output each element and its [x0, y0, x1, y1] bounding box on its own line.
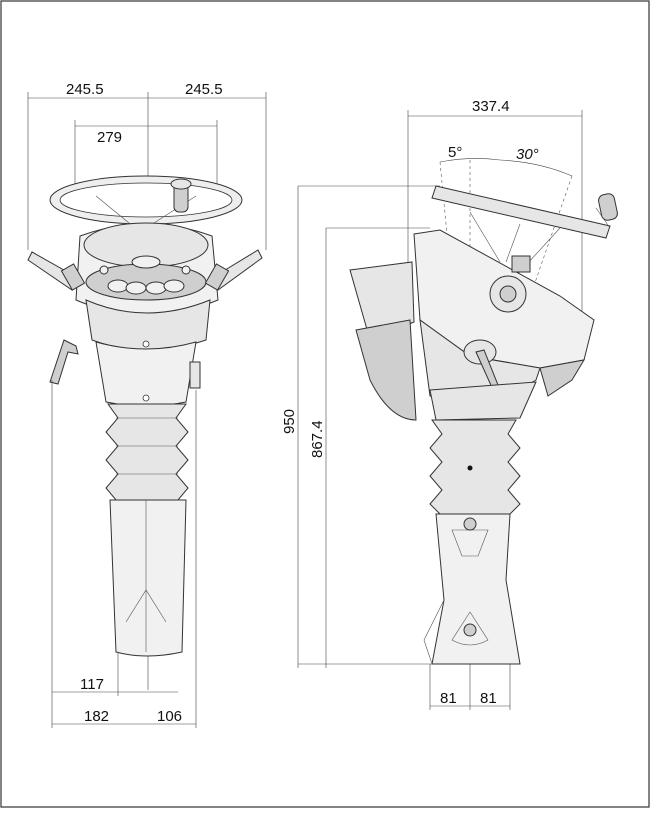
base-right-label: 106 — [157, 708, 182, 725]
side-view — [297, 110, 618, 710]
side-base-right-label: 81 — [480, 690, 497, 707]
tilt-small-label: 5° — [448, 144, 462, 161]
front-view — [27, 92, 267, 728]
wheel-height-label: 867.4 — [309, 420, 326, 458]
front-half-width-right-label: 245.5 — [185, 81, 223, 98]
base-left-label: 182 — [84, 708, 109, 725]
tilt-large-label: 30° — [516, 146, 539, 163]
base-width-label: 117 — [80, 676, 104, 693]
side-base-left-label: 81 — [440, 690, 457, 707]
side-total-width-label: 337.4 — [472, 98, 510, 115]
wheel-diameter-label: 279 — [97, 129, 122, 146]
front-half-width-left-label: 245.5 — [66, 81, 104, 98]
total-height-label: 950 — [281, 409, 298, 434]
